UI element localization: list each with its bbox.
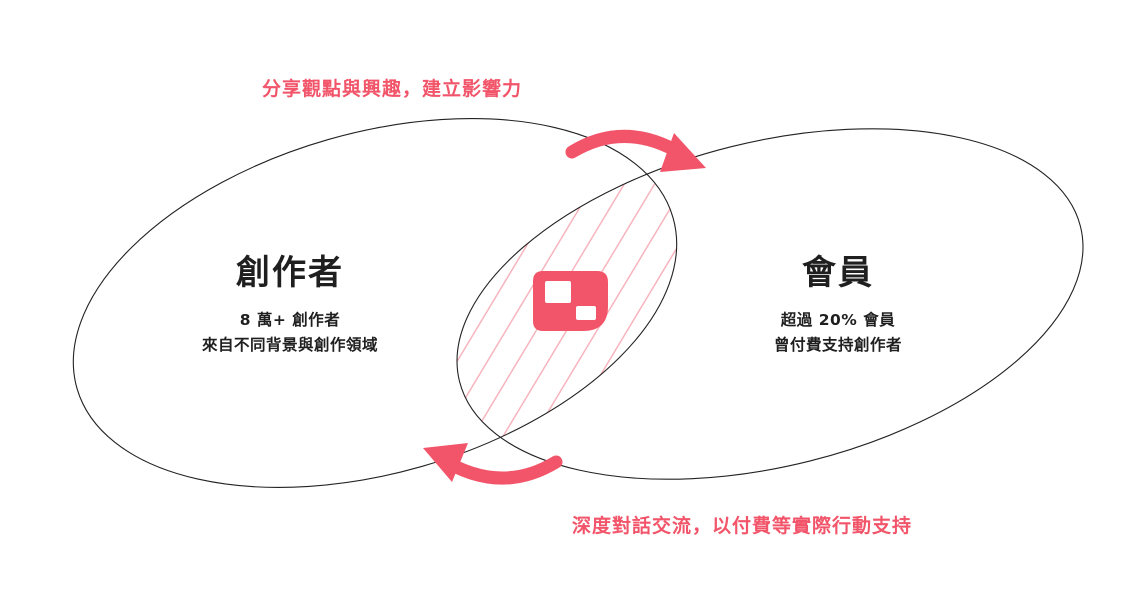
arrow-left-curved-icon <box>423 443 563 485</box>
creators-group: 創作者 8 萬+ 創作者 來自不同背景與創作領域 <box>140 245 440 358</box>
creators-description: 來自不同背景與創作領域 <box>201 336 378 354</box>
bottom-caption: 深度對話交流，以付費等實際行動支持 <box>572 515 913 537</box>
members-title: 會員 <box>802 253 874 293</box>
members-ellipse <box>456 128 1084 480</box>
members-group: 會員 超過 20% 會員 曾付費支持創作者 <box>688 245 988 358</box>
members-stat: 超過 20% 會員 <box>780 311 896 329</box>
creators-count: 8 萬+ 創作者 <box>239 311 341 329</box>
creators-ellipse <box>72 118 678 488</box>
creators-title: 創作者 <box>236 253 344 293</box>
members-description: 曾付費支持創作者 <box>773 336 902 354</box>
arrow-right-curved-icon <box>565 130 706 172</box>
top-caption: 分享觀點與興趣，建立影響力 <box>262 78 523 100</box>
brand-logo-icon <box>533 271 608 331</box>
